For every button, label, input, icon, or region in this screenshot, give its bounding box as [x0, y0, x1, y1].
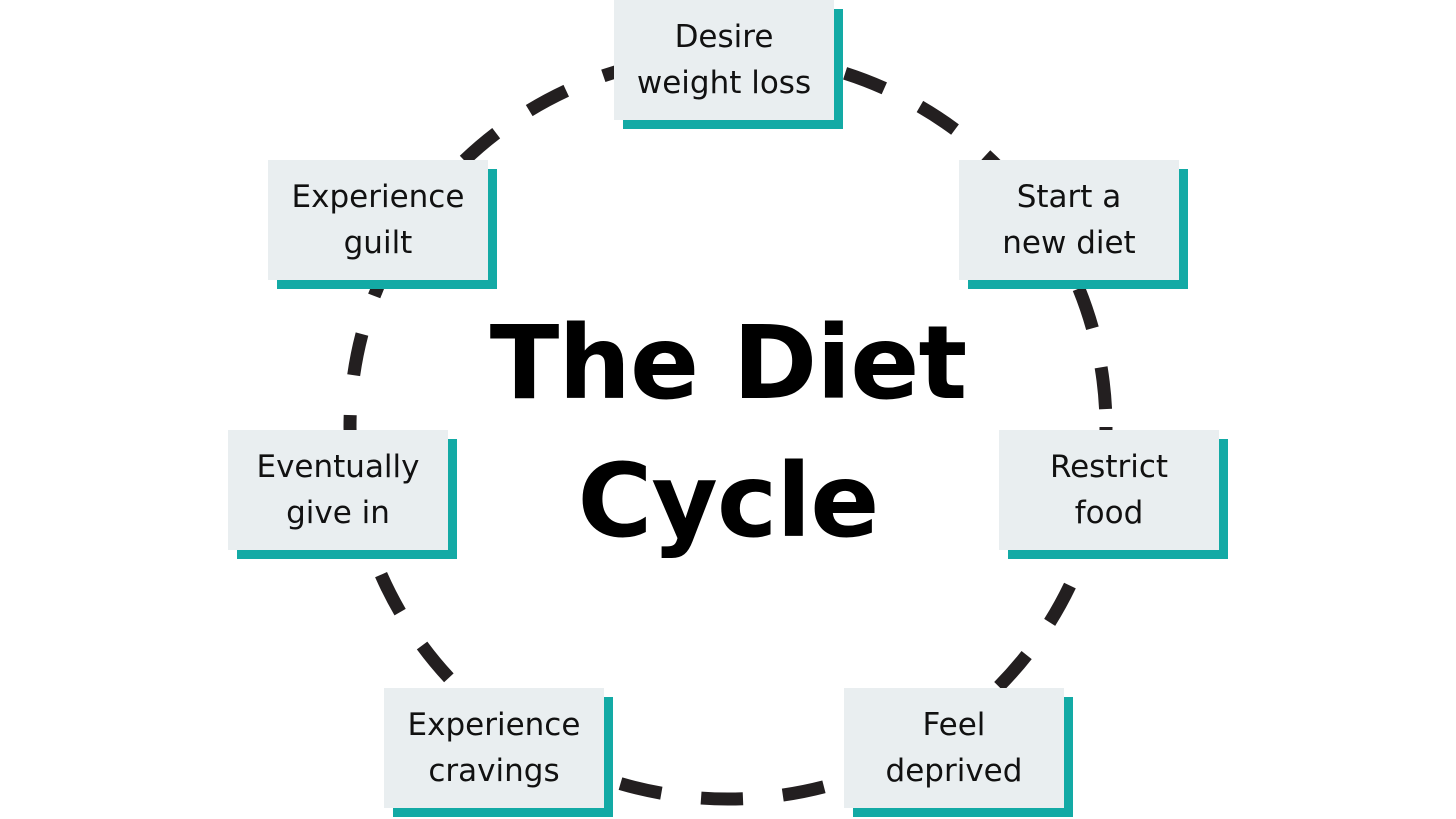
step-label: Restrict food [1049, 449, 1169, 531]
step-restrict-food: Restrict food [999, 430, 1228, 559]
step-box: Desire weight loss [614, 0, 834, 120]
step-label: Experience guilt [291, 179, 465, 261]
step-label: Desire weight loss [636, 19, 812, 101]
step-experience-cravings: Experience cravings [384, 688, 613, 817]
step-box: Experience guilt [268, 160, 488, 280]
step-eventually-give-in: Eventually give in [228, 430, 457, 559]
step-experience-guilt: Experience guilt [268, 160, 497, 289]
step-label: Eventually give in [256, 449, 420, 531]
step-box: Eventually give in [228, 430, 448, 550]
step-start-new-diet: Start a new diet [959, 160, 1188, 289]
step-label: Start a new diet [1002, 179, 1136, 261]
diagram-title: The Diet Cycle [489, 304, 967, 561]
step-box: Experience cravings [384, 688, 604, 808]
step-box: Feel deprived [844, 688, 1064, 808]
dashed-cycle-path [343, 48, 1113, 806]
step-box: Restrict food [999, 430, 1219, 550]
step-desire-weight-loss: Desire weight loss [614, 0, 843, 129]
step-box: Start a new diet [959, 160, 1179, 280]
step-label: Feel deprived [885, 707, 1023, 789]
step-feel-deprived: Feel deprived [844, 688, 1073, 817]
step-label: Experience cravings [407, 707, 581, 789]
